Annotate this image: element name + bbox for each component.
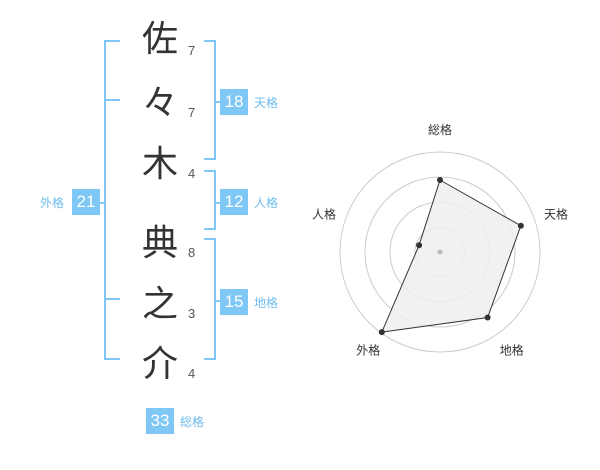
radar-axis-label-5: 人格	[312, 206, 336, 221]
tenkaku-value: 18	[220, 89, 248, 115]
name-char-2: 々	[141, 83, 178, 124]
jinkaku-label: 人格	[254, 196, 279, 210]
radar-axis-label-4: 外格	[356, 343, 380, 358]
tenkaku-label: 天格	[254, 96, 279, 110]
stroke-count-6: 4	[188, 366, 196, 381]
radar-point-3	[484, 314, 491, 321]
name-char-1: 佐	[141, 19, 178, 60]
radar-point-4	[378, 329, 385, 336]
name-char-4: 典	[141, 223, 178, 264]
stroke-count-2: 7	[188, 105, 196, 120]
radar-center-dot	[437, 249, 443, 255]
radar-polygon	[381, 179, 522, 333]
chikaku-label: 地格	[254, 296, 279, 310]
stroke-count-3: 4	[188, 166, 196, 181]
radar-shape	[378, 177, 524, 336]
name-char-5: 之	[141, 284, 178, 325]
stroke-count-4: 8	[188, 245, 196, 260]
name-char-3: 木	[141, 144, 178, 185]
jinkaku-value: 12	[220, 189, 248, 215]
radar-ring	[339, 151, 541, 353]
soukaku-label: 総格	[180, 415, 205, 429]
radar-point-5	[416, 242, 423, 249]
radar-point-1	[437, 177, 443, 183]
stroke-count-1: 7	[188, 43, 196, 58]
radar-point-2	[517, 222, 524, 229]
radar-axis-label-1: 総格	[428, 122, 452, 137]
stroke-count-5: 3	[188, 306, 196, 321]
soukaku-value: 33	[146, 408, 174, 434]
gaikaku-value: 21	[72, 189, 100, 215]
radar-axis-label-2: 天格	[544, 206, 568, 221]
chikaku-value: 15	[220, 289, 248, 315]
name-char-6: 介	[141, 344, 178, 385]
radar-axis-label-3: 地格	[500, 343, 524, 358]
gaikaku-label: 外格	[40, 196, 65, 210]
